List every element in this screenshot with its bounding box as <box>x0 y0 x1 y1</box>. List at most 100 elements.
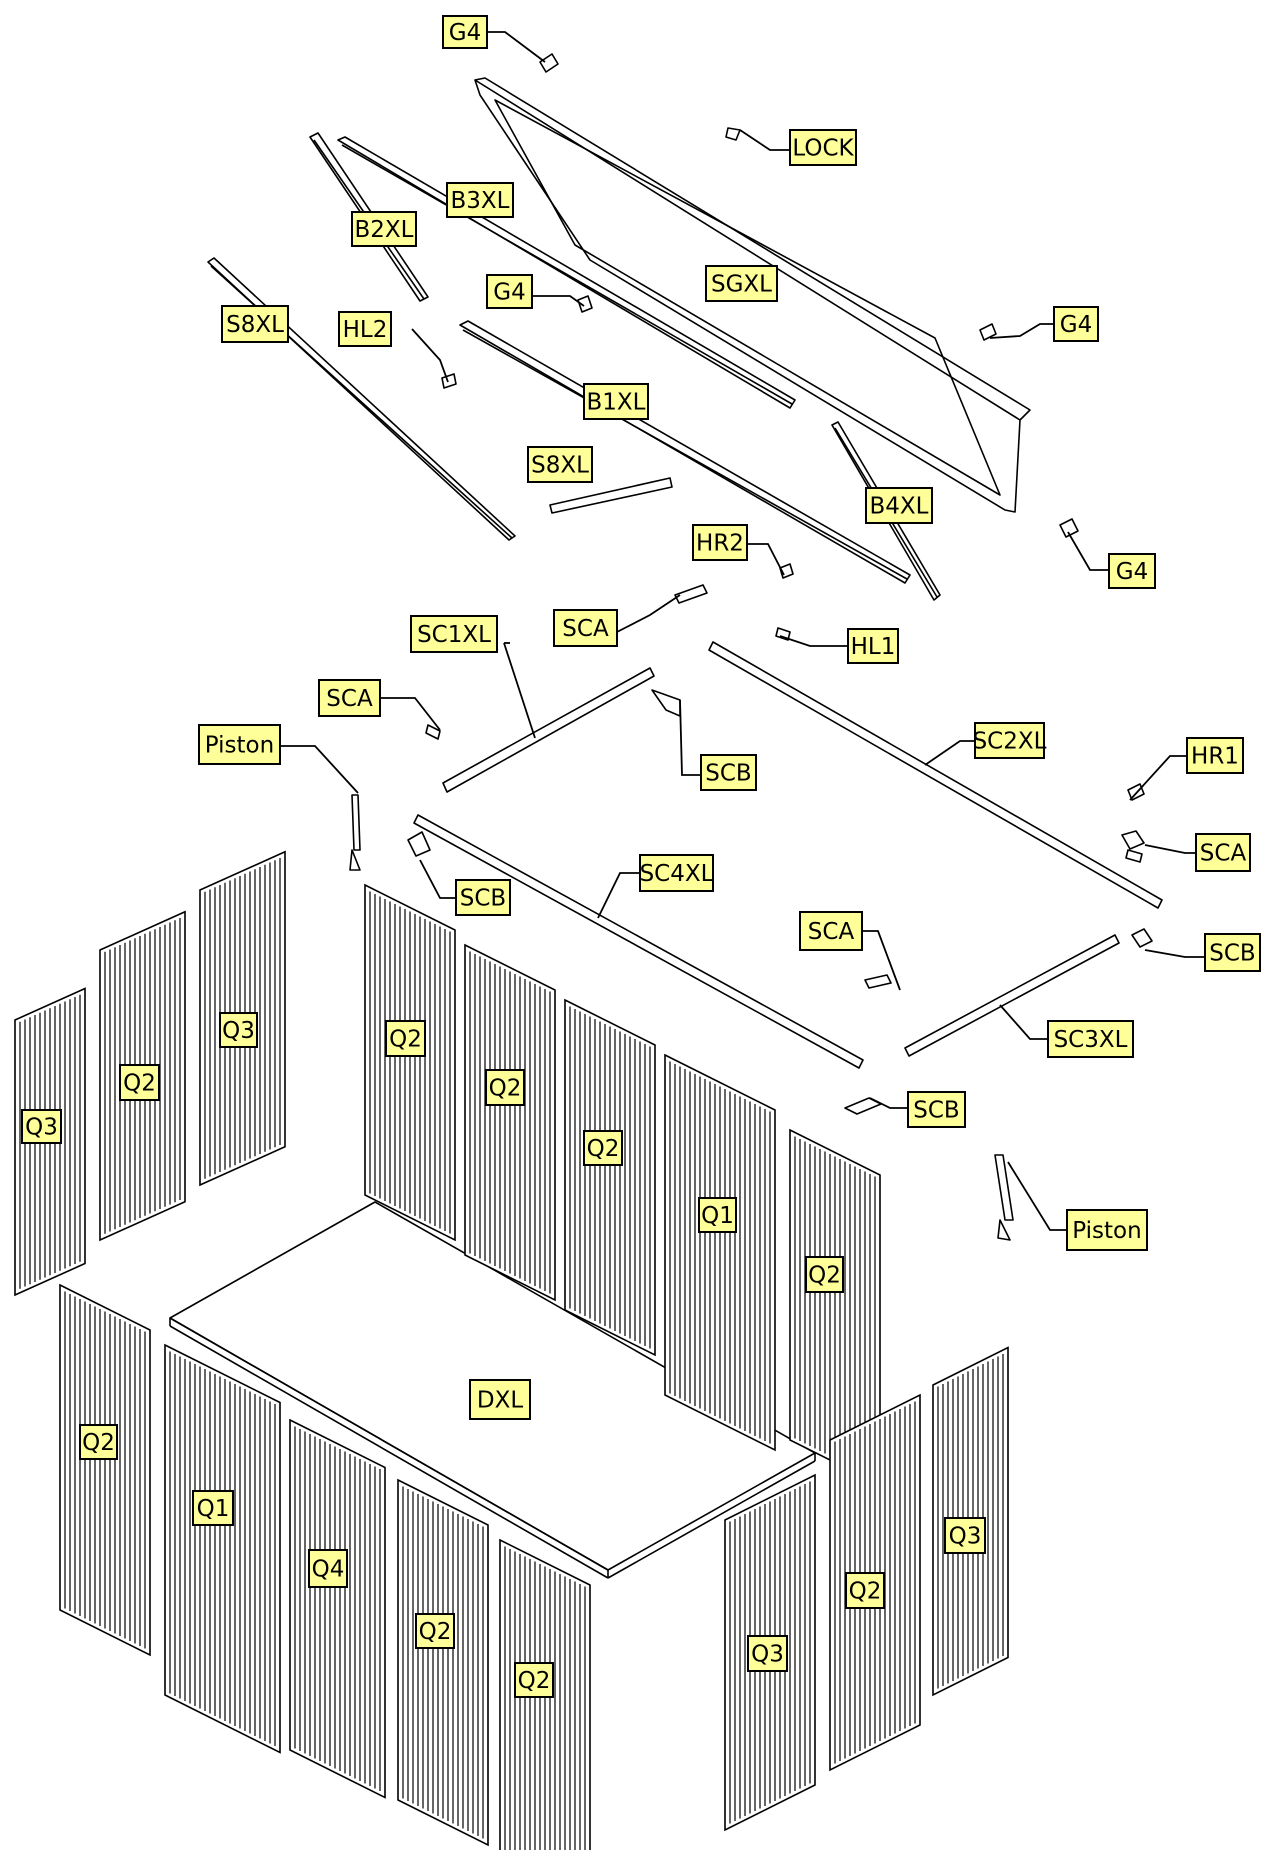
part-label-q2-h: Q2 <box>514 1662 554 1698</box>
part-label-q2-c: Q2 <box>485 1069 525 1106</box>
small-hardware <box>441 53 1079 641</box>
part-label-text: Q2 <box>489 1076 522 1102</box>
part-label-text: Q3 <box>25 1115 58 1141</box>
part-label-text: B2XL <box>355 217 414 243</box>
part-label-scb-1: SCB <box>700 754 757 791</box>
part-label-q2-e: Q2 <box>805 1256 844 1293</box>
part-label-sc3xl: SC3XL <box>1047 1020 1134 1058</box>
part-label-sca-4: SCA <box>799 911 863 951</box>
part-label-q3-a: Q3 <box>21 1109 62 1144</box>
part-label-text: LOCK <box>792 136 854 162</box>
part-label-text: SCA <box>1200 841 1247 867</box>
part-label-text: G4 <box>1060 312 1092 338</box>
part-label-sgxl: SGXL <box>705 265 778 302</box>
part-label-text: SCA <box>326 686 373 712</box>
part-label-text: Q2 <box>419 1619 452 1645</box>
s8xl-long-strut <box>207 257 516 541</box>
part-label-q2-i: Q2 <box>845 1572 885 1609</box>
part-label-q1-b: Q1 <box>192 1490 234 1526</box>
part-label-text: SC4XL <box>640 861 714 887</box>
part-label-q2-b: Q2 <box>385 1020 426 1057</box>
part-label-text: SCB <box>1209 941 1255 967</box>
part-label-text: SCB <box>705 761 751 787</box>
part-label-text: SCA <box>808 919 855 945</box>
part-label-lock: LOCK <box>789 129 857 166</box>
part-label-text: HR2 <box>696 531 744 557</box>
wall-panel <box>397 1478 489 1847</box>
part-label-q4: Q4 <box>308 1549 348 1588</box>
top-frame-rails <box>407 641 1163 1115</box>
b3xl-bar <box>337 136 796 409</box>
part-label-q3-d: Q3 <box>747 1635 788 1672</box>
part-label-b1xl: B1XL <box>583 383 649 420</box>
part-label-text: SCB <box>913 1098 959 1124</box>
part-label-text: SCB <box>460 886 506 912</box>
part-label-q3-c: Q3 <box>944 1517 986 1554</box>
part-label-text: B4XL <box>870 494 929 520</box>
part-label-text: HL1 <box>851 634 896 660</box>
part-label-text: HR1 <box>1191 744 1239 770</box>
part-label-b4xl: B4XL <box>865 487 933 524</box>
part-label-sca-1: SCA <box>553 609 618 647</box>
part-label-text: G4 <box>1116 559 1148 585</box>
part-label-g4-right: G4 <box>1053 306 1099 342</box>
part-label-q2-f: Q2 <box>79 1424 118 1460</box>
part-label-sc4xl: SC4XL <box>639 854 714 892</box>
part-label-text: SC1XL <box>417 622 491 648</box>
wall-panel <box>664 1053 776 1452</box>
part-label-text: Q2 <box>518 1668 551 1694</box>
part-label-text: S8XL <box>531 453 589 479</box>
part-label-text: Q4 <box>312 1557 345 1583</box>
part-label-text: SGXL <box>711 272 772 298</box>
part-label-text: HL2 <box>343 317 388 343</box>
part-label-hl2: HL2 <box>338 311 392 347</box>
part-label-hl1: HL1 <box>847 628 899 664</box>
sgxl-lid-frame <box>474 77 1031 513</box>
part-label-text: Q2 <box>587 1136 620 1162</box>
wall-panel <box>789 1128 881 1487</box>
part-label-q3-b: Q3 <box>219 1012 258 1048</box>
wall-panel <box>464 943 556 1302</box>
part-label-text: Q2 <box>849 1579 882 1605</box>
part-label-text: Q2 <box>123 1071 156 1097</box>
part-label-sc2xl: SC2XL <box>973 722 1047 759</box>
part-label-text: B3XL <box>451 188 510 214</box>
wall-panels <box>14 850 1009 1850</box>
part-label-text: S8XL <box>226 312 284 338</box>
part-label-text: Q1 <box>701 1203 734 1229</box>
wall-panel <box>364 883 456 1242</box>
b1xl-bar <box>459 320 911 584</box>
part-label-text: G4 <box>449 20 481 46</box>
part-label-g4-mid: G4 <box>486 274 533 309</box>
wall-panel <box>289 1418 386 1799</box>
part-label-text: Q2 <box>389 1027 422 1053</box>
part-label-text: Q2 <box>808 1263 841 1289</box>
part-label-sc1xl: SC1XL <box>410 615 498 653</box>
part-label-b2xl: B2XL <box>351 211 417 247</box>
part-label-text: Piston <box>205 733 274 759</box>
part-label-piston-right: Piston <box>1066 1209 1148 1251</box>
part-label-scb-2: SCB <box>455 879 511 916</box>
part-label-q2-d: Q2 <box>583 1130 623 1166</box>
part-label-dxl: DXL <box>469 1379 531 1420</box>
part-label-text: Piston <box>1072 1218 1141 1244</box>
part-label-text: SC2XL <box>973 729 1047 755</box>
part-label-text: SCA <box>562 616 609 642</box>
part-label-text: B1XL <box>587 390 646 416</box>
wall-panel <box>59 1283 151 1657</box>
part-label-piston-left: Piston <box>198 724 281 765</box>
leader-lines <box>280 31 1205 1231</box>
part-label-q1-a: Q1 <box>698 1197 737 1233</box>
part-label-g4-lower: G4 <box>1108 553 1156 589</box>
part-label-text: Q3 <box>751 1642 784 1668</box>
part-label-s8xl-long: S8XL <box>221 305 289 343</box>
part-label-text: SC3XL <box>1054 1027 1128 1053</box>
pistons <box>349 794 1014 1241</box>
s8xl-short-strut <box>549 477 673 514</box>
part-label-hr2: HR2 <box>692 524 748 561</box>
part-label-s8xl-short: S8XL <box>527 446 593 483</box>
part-label-text: DXL <box>477 1388 523 1414</box>
wall-panel <box>564 998 656 1357</box>
